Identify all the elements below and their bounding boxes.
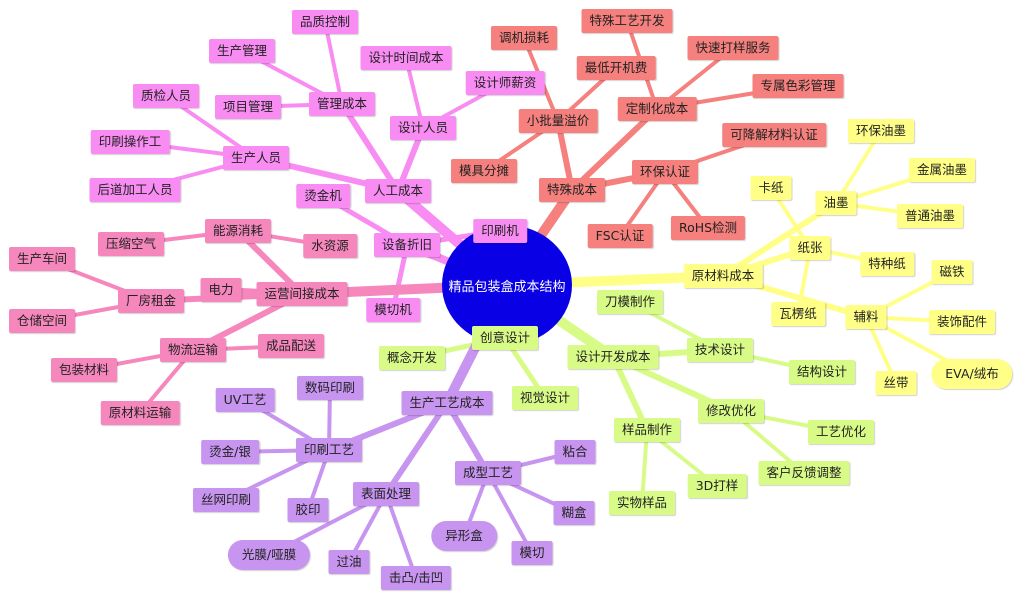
node-design-time-cost[interactable]: 设计时间成本 [360, 46, 452, 70]
connector-material_ink [720, 200, 839, 279]
node-print-operator[interactable]: 印刷操作工 [90, 130, 170, 154]
node-concept-development[interactable]: 概念开发 [378, 346, 446, 370]
node-compressed-air[interactable]: 压缩空气 [97, 232, 165, 256]
node-dedicated-color-management[interactable]: 专属色彩管理 [752, 74, 844, 98]
node-die-cutting-machine[interactable]: 模切机 [366, 298, 420, 322]
node-client-feedback-adjustment[interactable]: 客户反馈调整 [758, 461, 850, 485]
node-printing-press[interactable]: 印刷机 [473, 219, 527, 243]
node-screen-printing[interactable]: 丝网印刷 [192, 488, 260, 512]
node-quality-control[interactable]: 品质控制 [291, 10, 359, 34]
node-customization-cost[interactable]: 定制化成本 [617, 97, 697, 121]
node-finished-goods-delivery[interactable]: 成品配送 [257, 334, 325, 358]
node-3d-prototype[interactable]: 3D打样 [687, 474, 747, 498]
node-gloss-matte-lamination[interactable]: 光膜/哑膜 [227, 540, 311, 570]
node-metallic-ink[interactable]: 金属油墨 [908, 158, 976, 182]
node-special-cost[interactable]: 特殊成本 [538, 178, 606, 202]
node-revision-optimization[interactable]: 修改优化 [697, 399, 765, 423]
node-hot-stamping[interactable]: 烫金/银 [201, 440, 259, 464]
node-surface-treatment[interactable]: 表面处理 [352, 482, 420, 506]
node-labor-cost[interactable]: 人工成本 [364, 179, 432, 203]
connector-process_surface [383, 400, 450, 497]
node-physical-sample[interactable]: 实物样品 [608, 491, 676, 515]
connector-process_surface_emboss [384, 492, 418, 580]
node-gilding-machine[interactable]: 烫金机 [296, 184, 350, 208]
node-embossing-debossing[interactable]: 击凸/击凹 [380, 566, 452, 590]
node-printing-process[interactable]: 印刷工艺 [295, 438, 363, 462]
node-rohs-test[interactable]: RoHS检测 [670, 216, 746, 240]
node-uv-process[interactable]: UV工艺 [215, 388, 275, 412]
connector-process_form_cut [486, 471, 534, 555]
node-fsc-cert[interactable]: FSC认证 [587, 224, 653, 248]
node-setup-loss[interactable]: 调机损耗 [490, 26, 558, 50]
node-factory-rent[interactable]: 厂房租金 [117, 289, 185, 313]
node-process-optimization[interactable]: 工艺优化 [807, 420, 875, 444]
node-production-workshop[interactable]: 生产车间 [8, 247, 76, 271]
node-creative-design[interactable]: 创意设计 [471, 326, 539, 350]
node-varnish[interactable]: 过油 [328, 550, 370, 574]
node-biodegradable-cert[interactable]: 可降解材料认证 [722, 123, 826, 147]
node-designer-salary[interactable]: 设计师薪资 [465, 71, 545, 95]
node-visual-design[interactable]: 视觉设计 [511, 386, 579, 410]
node-water[interactable]: 水资源 [303, 234, 357, 258]
node-equipment-depreciation[interactable]: 设备折旧 [373, 233, 441, 257]
node-cardboard[interactable]: 卡纸 [750, 176, 792, 200]
node-eco-ink[interactable]: 环保油墨 [847, 119, 915, 143]
node-production-staff[interactable]: 生产人员 [222, 146, 290, 170]
node-project-management[interactable]: 项目管理 [214, 95, 282, 119]
node-eva-velvet[interactable]: EVA/绒布 [931, 359, 1013, 389]
node-offset-printing[interactable]: 胶印 [287, 498, 329, 522]
connector-labor_mgmt [339, 101, 401, 194]
node-sample-making[interactable]: 样品制作 [613, 418, 681, 442]
connector-design_sample_real [640, 428, 649, 505]
node-operating-overhead[interactable]: 运营间接成本 [256, 282, 348, 306]
node-rapid-proofing[interactable]: 快速打样服务 [687, 36, 779, 60]
connector-special_custom [569, 106, 660, 193]
node-shaped-box[interactable]: 异形盒 [431, 521, 497, 551]
node-raw-material-transport[interactable]: 原材料运输 [100, 401, 180, 425]
node-ink[interactable]: 油墨 [815, 191, 857, 215]
node-structural-design[interactable]: 结构设计 [788, 360, 856, 384]
node-specialty-paper[interactable]: 特种纸 [860, 252, 914, 276]
node-gluing[interactable]: 粘合 [554, 440, 596, 464]
node-logistics[interactable]: 物流运输 [159, 338, 227, 362]
node-die-making[interactable]: 刀模制作 [596, 290, 664, 314]
node-mold-amortization[interactable]: 模具分摊 [450, 159, 518, 183]
node-production-management[interactable]: 生产管理 [208, 39, 276, 63]
node-minimum-run-fee[interactable]: 最低开机费 [576, 56, 656, 80]
node-digital-printing[interactable]: 数码印刷 [296, 376, 364, 400]
node-forming-process[interactable]: 成型工艺 [454, 461, 522, 485]
node-eco-certification[interactable]: 环保认证 [631, 160, 699, 184]
node-corrugated-paper[interactable]: 瓦楞纸 [771, 302, 825, 326]
node-accessories[interactable]: 辅料 [845, 305, 887, 329]
node-die-cutting[interactable]: 模切 [511, 541, 553, 565]
node-raw-material-cost[interactable]: 原材料成本 [683, 264, 763, 288]
node-small-batch-premium[interactable]: 小批量溢价 [518, 109, 598, 133]
node-energy-consumption[interactable]: 能源消耗 [204, 219, 272, 243]
node-management-cost[interactable]: 管理成本 [308, 92, 376, 116]
node-technical-design[interactable]: 技术设计 [686, 338, 754, 362]
connector-design_sample [610, 354, 650, 433]
node-regular-ink[interactable]: 普通油墨 [896, 204, 964, 228]
center-topic[interactable]: 精品包装盒成本结构 [442, 225, 572, 345]
node-electricity[interactable]: 电力 [200, 278, 242, 302]
node-designers[interactable]: 设计人员 [389, 116, 457, 140]
node-post-processing-staff[interactable]: 后道加工人员 [89, 178, 181, 202]
node-design-development-cost[interactable]: 设计开发成本 [567, 345, 659, 369]
node-special-process-dev[interactable]: 特殊工艺开发 [581, 9, 673, 33]
node-storage-space[interactable]: 仓储空间 [8, 309, 76, 333]
connector-labor_mgmt_quality [323, 20, 344, 106]
node-box-pasting[interactable]: 糊盒 [553, 501, 595, 525]
node-qc-staff[interactable]: 质检人员 [132, 84, 200, 108]
node-ribbon[interactable]: 丝带 [875, 371, 917, 395]
node-decorative-parts[interactable]: 装饰配件 [928, 310, 996, 334]
node-magnet[interactable]: 磁铁 [931, 260, 973, 284]
node-packaging-materials[interactable]: 包装材料 [50, 358, 118, 382]
node-paper[interactable]: 纸张 [789, 236, 831, 260]
node-production-process-cost[interactable]: 生产工艺成本 [401, 391, 493, 415]
